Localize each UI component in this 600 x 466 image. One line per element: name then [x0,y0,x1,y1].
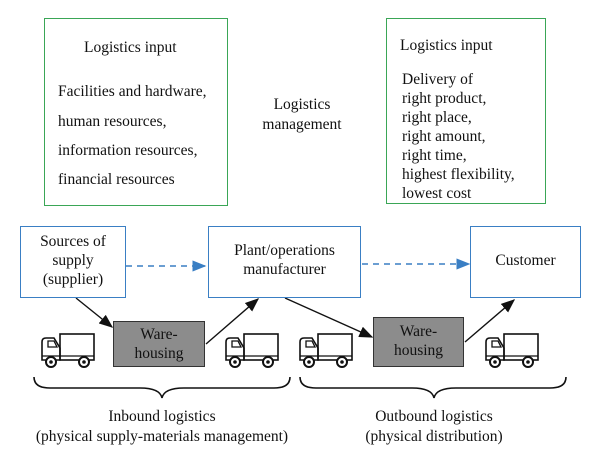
logistics-input-right-title: Logistics input [400,37,493,54]
plant-label-line2: manufacturer [243,261,326,278]
customer-box [470,226,581,298]
logistics-input-right-item: right product, [402,90,487,107]
supplier-label-line2: supply [52,252,94,269]
arrow-supplier-warehouse [75,297,114,328]
warehouse-outbound-line2: housing [393,342,444,359]
warehouse-inbound-line1: Ware- [140,326,178,343]
arrow-plant-warehouse [284,297,374,338]
logistics-input-left-item: financial resources [58,171,175,188]
logistics-input-left-box [44,18,228,206]
outbound-caption-line1: Outbound logistics [375,408,493,425]
logistics-input-right-box [386,18,546,204]
customer-label: Customer [495,252,556,269]
outbound-caption-line2: (physical distribution) [365,428,503,445]
logistics-management-line1: Logistics [273,96,331,113]
supplier-label-line3: (supplier) [42,271,104,288]
warehouse-outbound-box [373,317,464,367]
logistics-input-left-item: information resources, [58,142,198,159]
logistics-input-right-item: lowest cost [402,185,472,202]
logistics-input-right-item: right time, [402,147,467,164]
logistics-input-left-title: Logistics input [84,39,177,56]
logistics-input-right-item: right place, [402,109,472,126]
inbound-caption-line1: Inbound logistics [108,408,216,425]
warehouse-inbound-box [113,321,205,367]
logistics-input-right-item: Delivery of [402,71,474,88]
truck-icon [299,333,353,368]
inbound-caption-line2: (physical supply-materials management) [35,428,289,445]
brace-outbound [299,376,567,399]
plant-label-line1: Plant/operations [234,242,335,259]
truck-icon [225,333,279,368]
arrow-warehouse-plant [205,298,260,345]
brace-inbound [33,376,291,399]
logistics-input-right-item: highest flexibility, [402,166,515,183]
logistics-input-right-item: right amount, [402,128,486,145]
supplier-label-line1: Sources of [40,233,106,250]
logistics-input-left-item: human resources, [58,113,167,130]
logistics-management-line2: management [262,116,342,133]
supplier-box [20,226,126,298]
warehouse-outbound-line1: Ware- [399,323,438,340]
warehouse-inbound-line2: housing [134,345,184,362]
truck-icon [41,333,95,368]
logistics-input-left-item: Facilities and hardware, [58,83,207,100]
arrow-warehouse-customer [464,299,516,343]
truck-icon [485,333,539,368]
plant-box [208,226,361,298]
